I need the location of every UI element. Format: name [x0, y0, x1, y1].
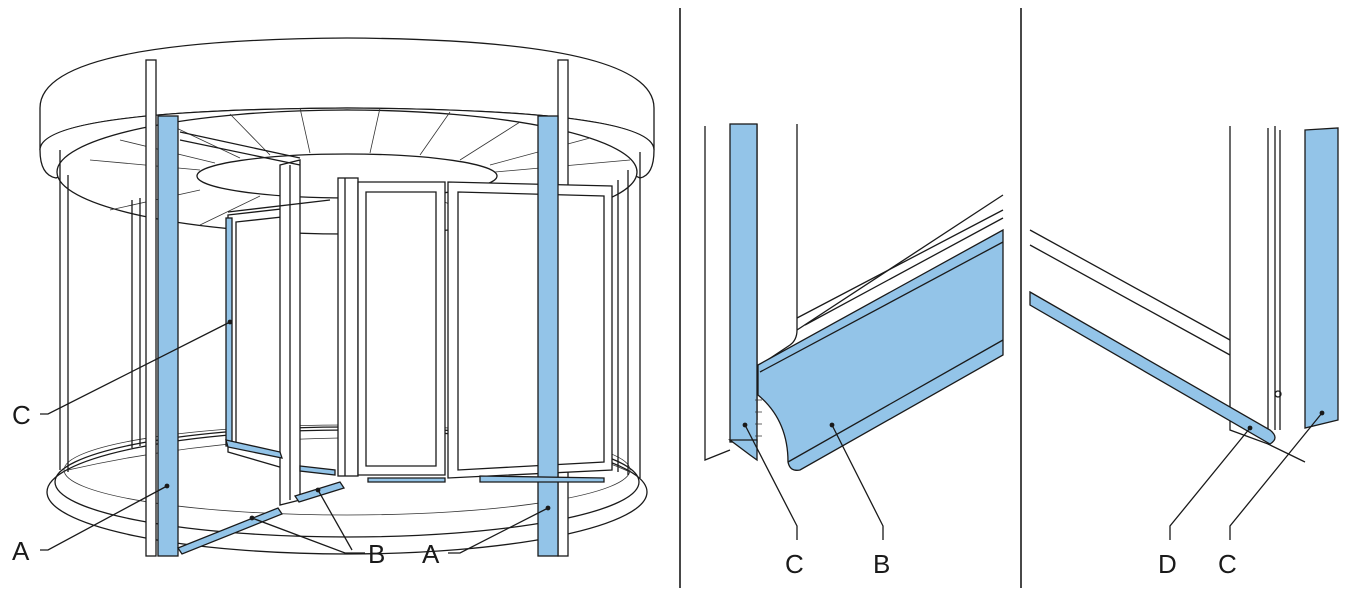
sweep-b-right [479, 475, 605, 483]
seal-c-wing-edge [225, 217, 233, 447]
label-c: C [12, 400, 31, 430]
label-a-left: A [12, 536, 30, 566]
label-b-detail: B [873, 549, 890, 579]
seal-a-left [157, 115, 179, 557]
door-wings [179, 131, 613, 506]
seal-c-vertical [729, 123, 758, 443]
panel-detail-side-seal: D C [1029, 126, 1339, 579]
label-a-right: A [422, 539, 440, 569]
sweep-b-inner [225, 439, 283, 459]
sweep-b-back [367, 477, 446, 483]
label-d-detail: D [1158, 549, 1177, 579]
callouts-overview: C A B A [12, 319, 551, 569]
label-c-detail: C [785, 549, 804, 579]
panel-overview: C A B A [12, 37, 655, 569]
label-c-side: C [1218, 549, 1237, 579]
label-b: B [368, 539, 385, 569]
panel-detail-bottom-sweep: C B [704, 123, 1004, 579]
sweep-d-detail [1029, 290, 1276, 445]
sweep-b-center [299, 465, 336, 476]
seal-c-side [1304, 127, 1339, 429]
seal-a-right [537, 115, 559, 557]
sweep-b-detail [757, 228, 1004, 471]
